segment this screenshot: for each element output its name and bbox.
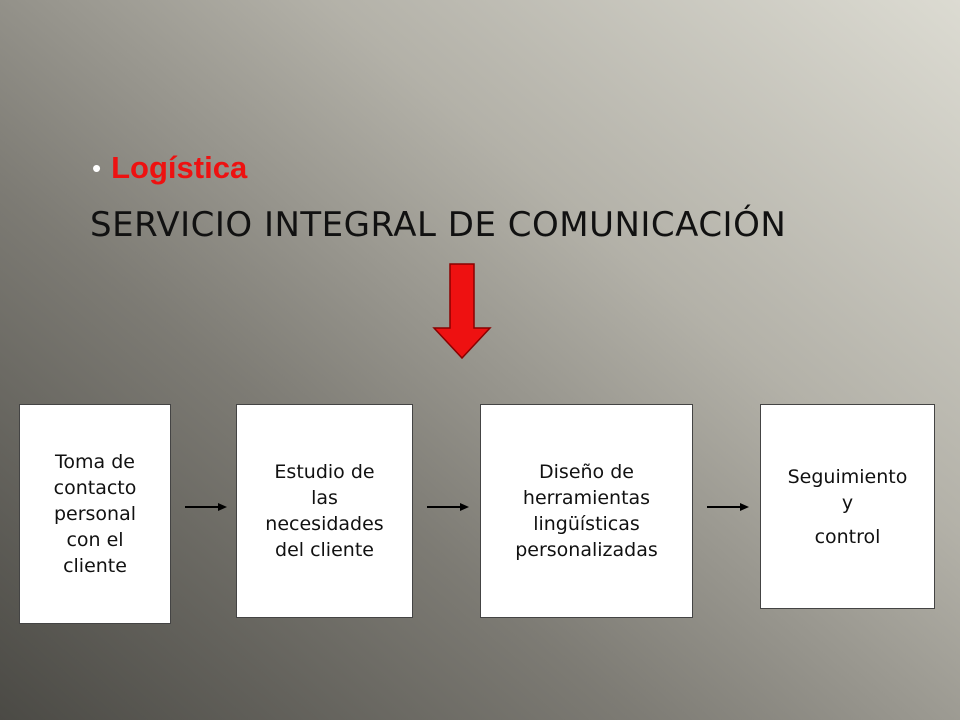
step-box-followup: Seguimiento y control bbox=[760, 404, 935, 609]
step-2-line-3: necesidades bbox=[265, 513, 384, 535]
step-1-line-3: personal bbox=[53, 503, 137, 525]
down-arrow-icon bbox=[432, 263, 492, 360]
step-2-line-1: Estudio de bbox=[274, 461, 375, 483]
step-4-line-3: control bbox=[814, 525, 881, 548]
bullet-icon: • bbox=[92, 152, 102, 183]
step-3-line-2: herramientas bbox=[522, 487, 651, 509]
step-2-line-4: del cliente bbox=[275, 539, 374, 561]
step-1-line-1: Toma de bbox=[55, 451, 135, 473]
step-1-line-2: contacto bbox=[53, 477, 137, 499]
step-box-contact: Toma de contacto personal con el cliente bbox=[19, 404, 171, 624]
step-2-line-2: las bbox=[311, 487, 338, 509]
heading-bullet-line: • Logística bbox=[92, 150, 247, 186]
step-3-line-1: Diseño de bbox=[539, 461, 634, 483]
step-3-line-4: personalizadas bbox=[515, 539, 658, 561]
step-1-line-4: con el bbox=[66, 529, 124, 551]
step-box-study: Estudio de las necesidades del cliente bbox=[236, 404, 413, 618]
step-3-line-3: lingüísticas bbox=[533, 513, 640, 535]
step-1-line-5: cliente bbox=[63, 555, 127, 577]
flow-arrow-icon bbox=[707, 503, 749, 511]
heading-logistica: Logística bbox=[111, 150, 248, 185]
step-4-line-1: Seguimiento bbox=[787, 465, 908, 488]
flow-arrow-icon bbox=[185, 503, 227, 511]
step-box-design: Diseño de herramientas lingüísticas pers… bbox=[480, 404, 693, 618]
page-title: SERVICIO INTEGRAL DE COMUNICACIÓN bbox=[90, 205, 787, 245]
flow-arrow-icon bbox=[427, 503, 469, 511]
step-4-line-2: y bbox=[841, 491, 854, 514]
